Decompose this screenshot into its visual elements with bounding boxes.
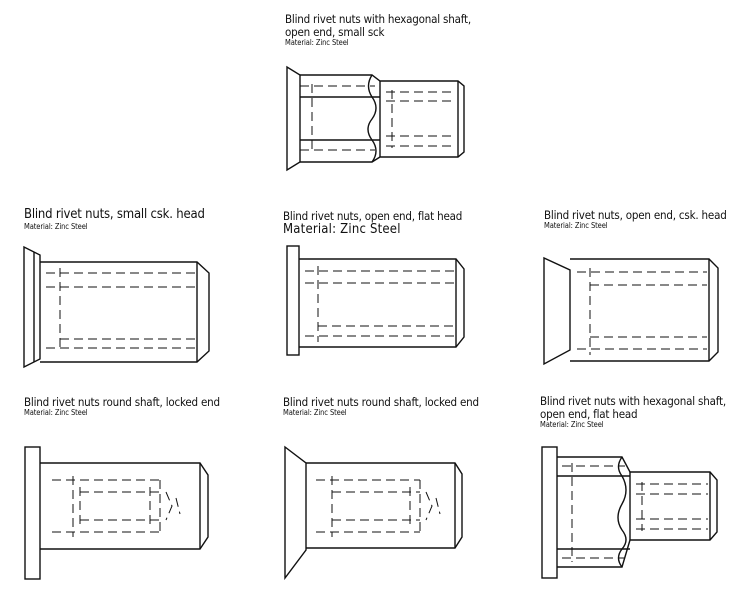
part-material: Material: Zinc Steel	[24, 221, 88, 231]
shaft-outline	[570, 258, 719, 362]
head-outline	[286, 245, 300, 356]
hidden-line	[149, 480, 173, 532]
drawing-open-flat	[286, 245, 465, 356]
head-outline	[543, 256, 571, 366]
part-title: Blind rivet nuts, open end, flat head	[283, 209, 463, 223]
shaft-outline	[300, 74, 465, 163]
hidden-line	[175, 497, 181, 515]
hidden-line	[409, 480, 433, 532]
caption-hex-small-csk: Blind rivet nuts with hexagonal shaft, o…	[285, 12, 471, 48]
part-material: Material: Zinc Steel	[544, 221, 608, 231]
caption-round-locked-flat: Blind rivet nuts round shaft, locked end…	[24, 395, 220, 418]
part-title: Blind rivet nuts, open end, csk. head	[544, 208, 727, 222]
drawing-round-locked-flat	[24, 446, 209, 580]
head-outline	[286, 65, 301, 172]
head-outline	[284, 445, 307, 581]
part-material: Material: Zinc Steel	[283, 222, 401, 238]
caption-round-locked-csk: Blind rivet nuts round shaft, locked end…	[283, 395, 479, 418]
part-title: Blind rivet nuts round shaft, locked end	[24, 395, 220, 409]
shaft-outline	[306, 462, 463, 549]
drawing-hex-small-csk	[286, 65, 465, 172]
caption-hex-flat: Blind rivet nuts with hexagonal shaft, o…	[540, 394, 726, 430]
part-title: Blind rivet nuts round shaft, locked end	[283, 395, 479, 409]
part-title: Blind rivet nuts, small csk. head	[24, 207, 205, 222]
head-outline	[541, 446, 558, 579]
part-material: Material: Zinc Steel	[285, 38, 349, 48]
hex-curve	[367, 74, 377, 163]
caption-open-flat: Blind rivet nuts, open end, flat head Ma…	[283, 209, 463, 238]
caption-small-csk: Blind rivet nuts, small csk. head Materi…	[24, 207, 205, 232]
part-title: Blind rivet nuts with hexagonal shaft,	[540, 394, 726, 408]
drawing-small-csk	[23, 245, 210, 369]
part-title: Blind rivet nuts with hexagonal shaft,	[285, 12, 471, 26]
hex-curve	[617, 456, 627, 568]
part-material: Material: Zinc Steel	[283, 408, 347, 418]
drawing-open-csk	[543, 256, 719, 366]
head-outline	[24, 446, 41, 580]
shaft-outline	[299, 258, 465, 348]
drawing-hex-flat	[541, 446, 718, 579]
drawing-round-locked-csk	[284, 445, 463, 581]
hidden-line	[435, 497, 441, 515]
caption-open-csk: Blind rivet nuts, open end, csk. head Ma…	[544, 208, 727, 231]
shaft-outline	[557, 456, 718, 568]
part-title: open end, small sck	[285, 25, 385, 40]
shaft-outline	[40, 462, 209, 550]
part-material: Material: Zinc Steel	[540, 420, 604, 430]
shaft-outline	[40, 261, 210, 363]
head-outline	[23, 245, 41, 369]
part-material: Material: Zinc Steel	[24, 408, 88, 418]
part-title: open end, flat head	[540, 407, 638, 422]
